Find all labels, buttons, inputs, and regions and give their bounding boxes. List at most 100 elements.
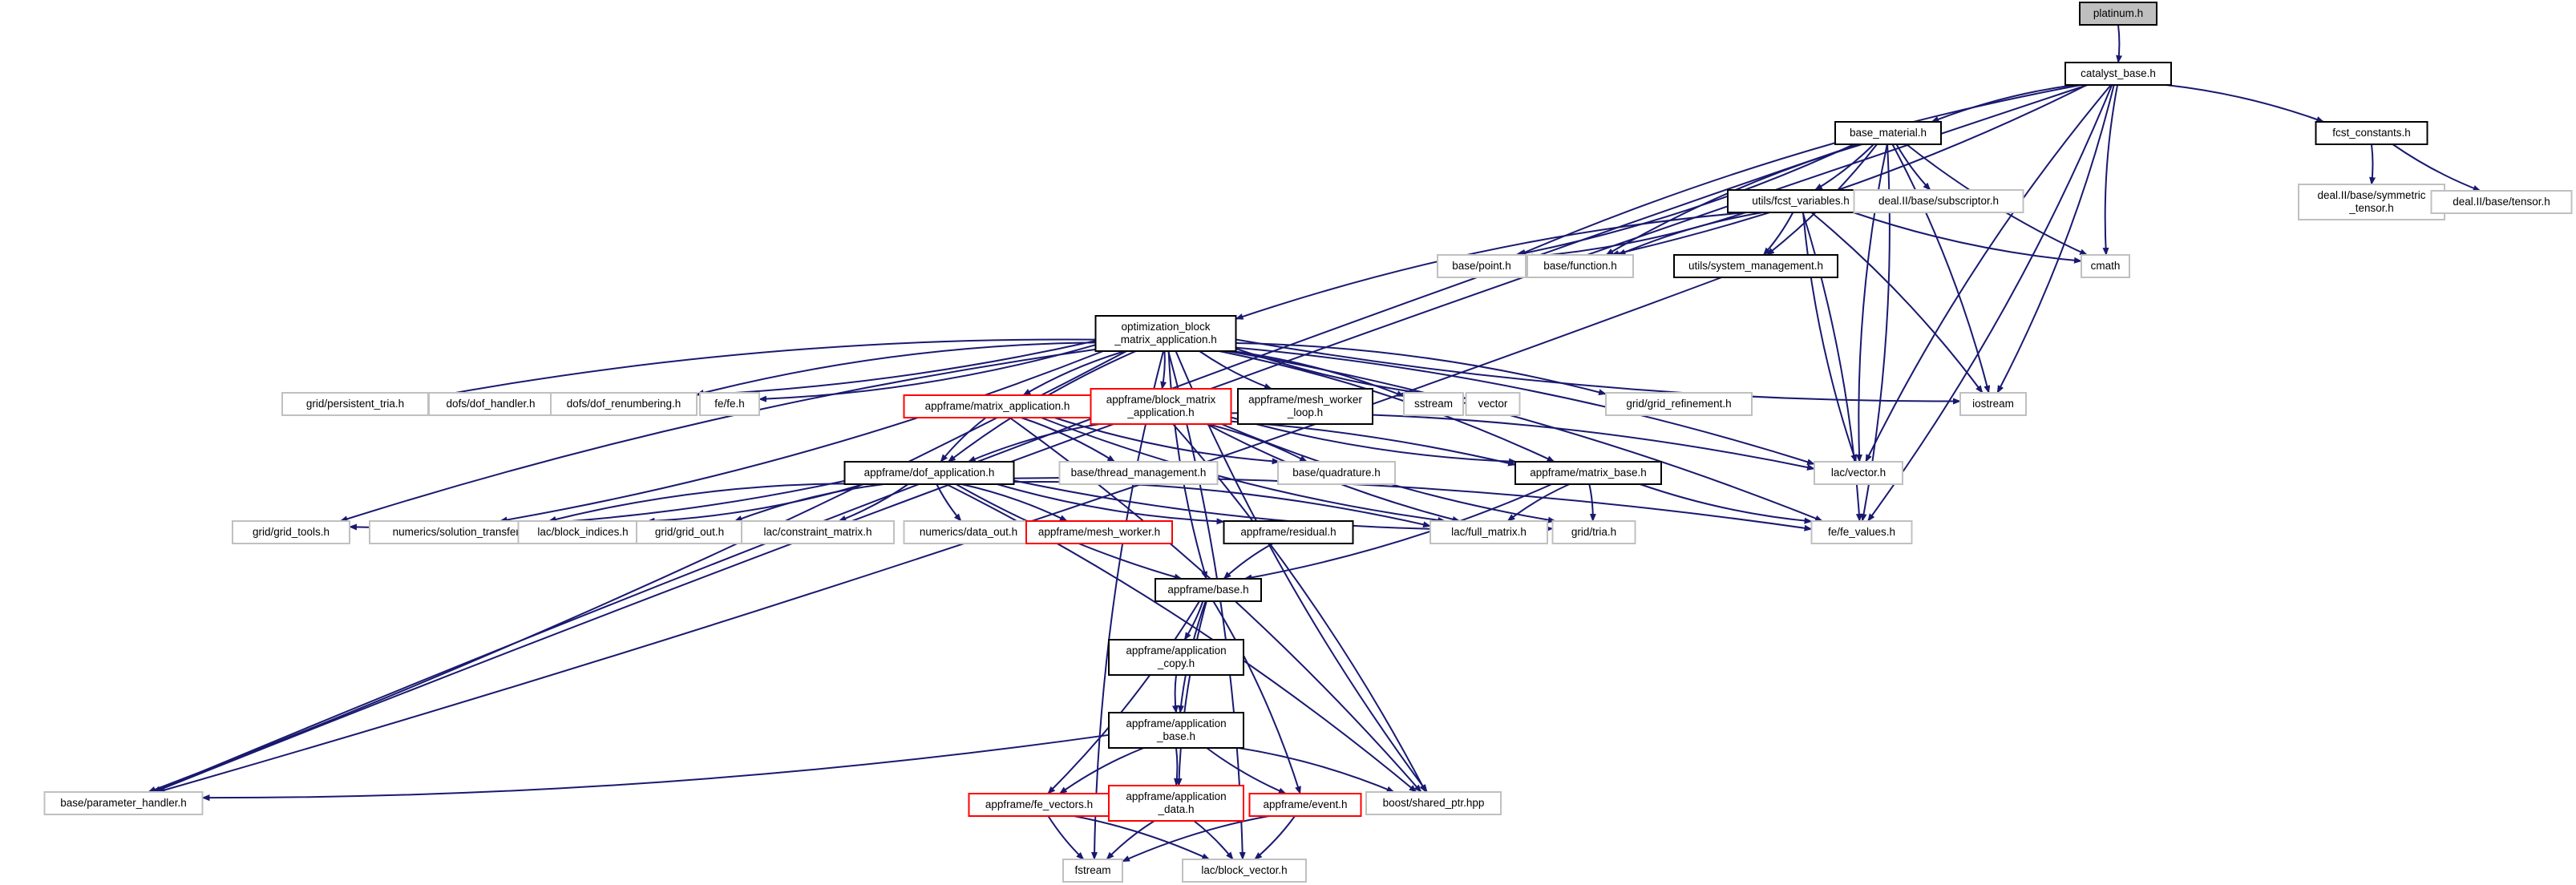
node-box: [1277, 461, 1396, 485]
node-matrix-application[interactable]: appframe/matrix_application.h: [903, 394, 1092, 418]
node-label: base/point.h: [1452, 260, 1511, 272]
node-box: [1108, 712, 1244, 749]
node-box: [1108, 785, 1244, 822]
node-fcst-constants[interactable]: fcst_constants.h: [2315, 121, 2428, 145]
edge-application-base-to-fe-vectors: [1058, 747, 1144, 794]
node-sstream[interactable]: sstream: [1403, 392, 1464, 416]
node-dof-application[interactable]: appframe/dof_application.h: [843, 461, 1015, 485]
edge-fcst-variables-to-point: [1525, 212, 1746, 261]
node-grid-tools[interactable]: grid/grid_tools.h: [232, 520, 350, 544]
edge-block-matrix-application-to-matrix-base: [1231, 416, 1518, 465]
edge-matrix-application-to-full-matrix: [1041, 417, 1446, 523]
node-label: appframe/dof_application.h: [864, 467, 995, 479]
edge-base-material-to-fcst-variables: [1814, 143, 1874, 191]
node-system-management[interactable]: utils/system_management.h: [1673, 254, 1838, 278]
node-optimization-block[interactable]: optimization_block_matrix_application.h: [1094, 315, 1237, 352]
node-parameter-handler[interactable]: base/parameter_handler.h: [43, 791, 204, 815]
node-mesh-worker-loop[interactable]: appframe/mesh_worker_loop.h: [1237, 388, 1373, 425]
node-persistent-tria[interactable]: grid/persistent_tria.h: [281, 392, 429, 416]
node-application-copy[interactable]: appframe/application_copy.h: [1108, 639, 1244, 676]
node-box: [1959, 392, 2027, 416]
node-vector[interactable]: vector: [1465, 392, 1521, 416]
edge-fcst-constants-to-symmetric-tensor: [2369, 143, 2376, 185]
node-dof-renumbering[interactable]: dofs/dof_renumbering.h: [550, 392, 698, 416]
node-mesh-worker[interactable]: appframe/mesh_worker.h: [1025, 520, 1173, 544]
node-label: lac/full_matrix.h: [1451, 526, 1527, 538]
edge-dof-application-to-data-out: [936, 483, 962, 522]
node-label: appframe/application: [1126, 717, 1226, 729]
node-label: _copy.h: [1157, 657, 1195, 669]
node-box: [550, 392, 698, 416]
node-constraint-matrix[interactable]: lac/constraint_matrix.h: [741, 520, 895, 544]
node-iostream[interactable]: iostream: [1959, 392, 2027, 416]
node-symmetric-tensor[interactable]: deal.II/base/symmetric_tensor.h: [2298, 184, 2445, 220]
edge-dof-application-to-residual: [997, 483, 1225, 525]
edge-application-data-to-block-vector: [1193, 820, 1234, 860]
node-label: iostream: [1972, 398, 2014, 410]
edge-appframe-base-to-application-data: [1175, 600, 1207, 786]
node-fcst-variables[interactable]: utils/fcst_variables.h: [1727, 189, 1874, 213]
edge-optimization-block-to-matrix-base: [1219, 350, 1555, 463]
node-block-vector[interactable]: lac/block_vector.h: [1182, 859, 1307, 883]
edge-optimization-block-to-fe-h: [758, 344, 1096, 402]
node-label: utils/system_management.h: [1688, 260, 1823, 272]
edge-matrix-base-to-tria: [1588, 483, 1596, 522]
node-platinum[interactable]: platinum.h: [2079, 2, 2157, 26]
edge-fcst-variables-to-cmath: [1853, 212, 2082, 264]
node-tensor[interactable]: deal.II/base/tensor.h: [2430, 190, 2573, 214]
node-label: appframe/base.h: [1167, 584, 1248, 596]
node-point[interactable]: base/point.h: [1437, 254, 1527, 278]
node-tria[interactable]: grid/tria.h: [1551, 520, 1636, 544]
node-label: appframe/matrix_application.h: [925, 400, 1070, 412]
edge-application-data-to-fstream: [1106, 820, 1155, 860]
node-quadrature[interactable]: base/quadrature.h: [1277, 461, 1396, 485]
node-grid-refinement[interactable]: grid/grid_refinement.h: [1605, 392, 1753, 416]
node-grid-out[interactable]: grid/grid_out.h: [636, 520, 743, 544]
node-label: appframe/mesh_worker: [1248, 394, 1362, 406]
node-box: [741, 520, 895, 544]
node-event[interactable]: appframe/event.h: [1248, 793, 1362, 817]
node-subscriptor[interactable]: deal.II/base/subscriptor.h: [1853, 189, 2024, 213]
node-lac-vector[interactable]: lac/vector.h: [1814, 461, 1903, 485]
edge-matrix-base-to-fe-values: [1640, 483, 1813, 524]
node-fe-vectors[interactable]: appframe/fe_vectors.h: [968, 793, 1110, 817]
edge-base-material-to-parameter-handler: [152, 143, 1859, 793]
edge-optimization-block-to-grid-tools: [339, 348, 1096, 523]
node-matrix-base[interactable]: appframe/matrix_base.h: [1514, 461, 1662, 485]
node-base-material[interactable]: base_material.h: [1834, 121, 1942, 145]
edge-dof-application-to-mesh-worker: [960, 483, 1068, 522]
node-appframe-base[interactable]: appframe/base.h: [1155, 578, 1262, 602]
node-shared-ptr[interactable]: boost/shared_ptr.hpp: [1365, 791, 1502, 815]
node-full-matrix[interactable]: lac/full_matrix.h: [1430, 520, 1548, 544]
node-label: _matrix_application.h: [1114, 333, 1217, 346]
node-function[interactable]: base/function.h: [1527, 254, 1634, 278]
node-box: [428, 392, 553, 416]
node-box: [1108, 639, 1244, 676]
node-application-base[interactable]: appframe/application_base.h: [1108, 712, 1244, 749]
node-box: [1058, 461, 1219, 485]
node-block-indices[interactable]: lac/block_indices.h: [517, 520, 649, 544]
node-application-data[interactable]: appframe/application_data.h: [1108, 785, 1244, 822]
edge-application-copy-to-application-base: [1171, 674, 1179, 713]
edge-dof-application-to-constraint-matrix: [838, 483, 909, 522]
node-residual[interactable]: appframe/residual.h: [1223, 520, 1354, 544]
node-box: [1155, 578, 1262, 602]
node-data-out[interactable]: numerics/data_out.h: [903, 520, 1034, 544]
node-label: appframe/application: [1126, 645, 1226, 657]
node-block-matrix-application[interactable]: appframe/block_matrix_application.h: [1090, 388, 1232, 425]
node-fe-h[interactable]: fe/fe.h: [699, 392, 760, 416]
node-thread-management[interactable]: base/thread_management.h: [1058, 461, 1219, 485]
node-fe-values[interactable]: fe/fe_values.h: [1810, 520, 1913, 544]
edges-layer: [148, 24, 2481, 863]
edge-appframe-base-to-event: [1212, 600, 1301, 794]
node-catalyst-base[interactable]: catalyst_base.h: [2064, 62, 2172, 86]
node-cmath[interactable]: cmath: [2081, 254, 2130, 278]
node-fstream[interactable]: fstream: [1062, 859, 1123, 883]
node-dof-handler[interactable]: dofs/dof_handler.h: [428, 392, 553, 416]
edge-optimization-block-to-grid-refinement: [1235, 342, 1607, 396]
node-box: [1237, 388, 1373, 425]
node-label: _application.h: [1126, 406, 1194, 418]
edge-optimization-block-to-persistent-tria: [427, 338, 1096, 400]
edge-fcst-variables-to-lac-vector: [1802, 212, 1857, 463]
node-box: [1403, 392, 1464, 416]
